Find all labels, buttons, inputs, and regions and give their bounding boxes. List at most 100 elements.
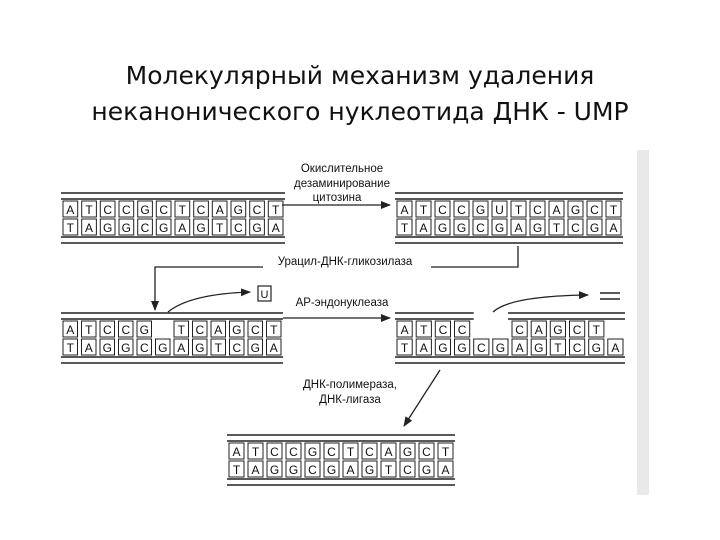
nucleotide-top-8: A [216, 203, 224, 217]
title-line-1: Молекулярный механизм удаления [125, 61, 595, 90]
nucleotide-top-4: G [308, 445, 317, 459]
base-box [249, 218, 265, 236]
nucleotide-bottom-8: T [215, 341, 223, 355]
nucleotide-top-8: A [552, 203, 560, 217]
base-box [396, 338, 413, 356]
nucleotide-top-1: T [85, 323, 93, 337]
nucleotide-top-1: T [420, 323, 428, 337]
nucleotide-top-2: C [439, 323, 448, 337]
base-box [415, 200, 432, 218]
base-box [530, 338, 547, 356]
base-box [247, 338, 263, 356]
base-box [155, 218, 172, 236]
base-box [247, 460, 264, 478]
release-arrow [167, 288, 251, 313]
base-box [380, 442, 397, 460]
nucleotide-top-2: C [438, 203, 447, 217]
base-box [567, 200, 584, 218]
nucleotide-top-9: G [403, 445, 412, 459]
base-box [62, 338, 78, 356]
base-box [229, 320, 245, 338]
base-box [174, 218, 191, 236]
base-box [136, 320, 152, 338]
base-box [266, 320, 282, 338]
base-box [569, 338, 586, 356]
base-box [285, 460, 302, 478]
base-box [192, 338, 208, 356]
base-box [415, 338, 432, 356]
nucleotide-bottom-4: C [141, 221, 150, 235]
slide-title: Молекулярный механизм удаления неканонич… [0, 58, 720, 130]
nucleotide-bottom-2: G [438, 341, 447, 355]
nucleotide-top-10: C [590, 203, 599, 217]
base-box [323, 442, 340, 460]
nucleotide-top-6: T [515, 203, 523, 217]
base-box [155, 200, 172, 218]
nucleotide-bottom-10: G [251, 341, 260, 355]
nucleotide-bottom-0: T [67, 221, 75, 235]
glycosylase-label-bg [263, 253, 431, 269]
glycosylase-label: Урацил-ДНК-гликозилаза [278, 256, 413, 268]
base-box [193, 218, 209, 236]
base-box [62, 320, 78, 338]
nucleotide-bottom-3: G [457, 341, 466, 355]
base-box [437, 460, 454, 478]
nucleotide-top-5: U [495, 203, 504, 217]
nucleotide-top-2: C [270, 445, 279, 459]
base-box [230, 218, 247, 236]
polymerase-label-2: ДНК-лигаза [319, 394, 381, 406]
nucleotide-top-5: C [327, 445, 336, 459]
base-box [266, 442, 283, 460]
nucleotide-bottom-9: C [403, 463, 412, 477]
nucleotide-bottom-7: G [196, 221, 205, 235]
nucleotide-top-3: C [458, 323, 467, 337]
nucleotide-bottom-5: G [495, 221, 504, 235]
nucleotide-top-7: C [197, 203, 206, 217]
free-uracil-label: U [261, 289, 269, 301]
nucleotide-top-3: C [457, 203, 466, 217]
base-box [418, 460, 435, 478]
base-box [173, 338, 189, 356]
base-box [99, 200, 116, 218]
nucleotide-top-8: A [384, 445, 392, 459]
base-box [396, 200, 413, 218]
nucleotide-bottom-10: G [590, 221, 599, 235]
base-box [548, 200, 565, 218]
nucleotide-bottom-4: C [140, 341, 149, 355]
base-box [267, 200, 284, 218]
strand-gap [473, 311, 508, 321]
nucleotide-top-3: C [289, 445, 298, 459]
nucleotide-top-4: G [140, 203, 149, 217]
nucleotide-top-8: A [214, 323, 222, 337]
nucleotide-top-11: T [270, 323, 278, 337]
base-box [511, 338, 528, 356]
base-box [567, 218, 584, 236]
nucleotide-bottom-11: A [611, 341, 619, 355]
base-box [342, 442, 359, 460]
nucleotide-top-7: A [535, 323, 543, 337]
base-box [472, 200, 489, 218]
base-box [473, 338, 490, 356]
nucleotide-bottom-5: G [327, 463, 336, 477]
base-box [399, 442, 416, 460]
nucleotide-bottom-11: A [441, 463, 449, 477]
nucleotide-bottom-3: G [457, 221, 466, 235]
nucleotide-bottom-5: G [159, 221, 168, 235]
nucleotide-bottom-1: A [419, 221, 427, 235]
nucleotide-bottom-5: G [158, 341, 167, 355]
base-box [453, 200, 470, 218]
base-box [380, 460, 397, 478]
nucleotide-top-11: T [442, 445, 450, 459]
nucleotide-top-4: G [140, 323, 149, 337]
base-box [434, 320, 451, 338]
base-box [266, 338, 282, 356]
endonuclease-label: АР-эндонуклеаза [296, 297, 389, 309]
base-box [247, 320, 263, 338]
nucleotide-bottom-3: G [121, 341, 130, 355]
nucleotide-top-11: T [272, 203, 280, 217]
base-box [415, 218, 432, 236]
deamination-label-3: цитозина [313, 192, 362, 204]
